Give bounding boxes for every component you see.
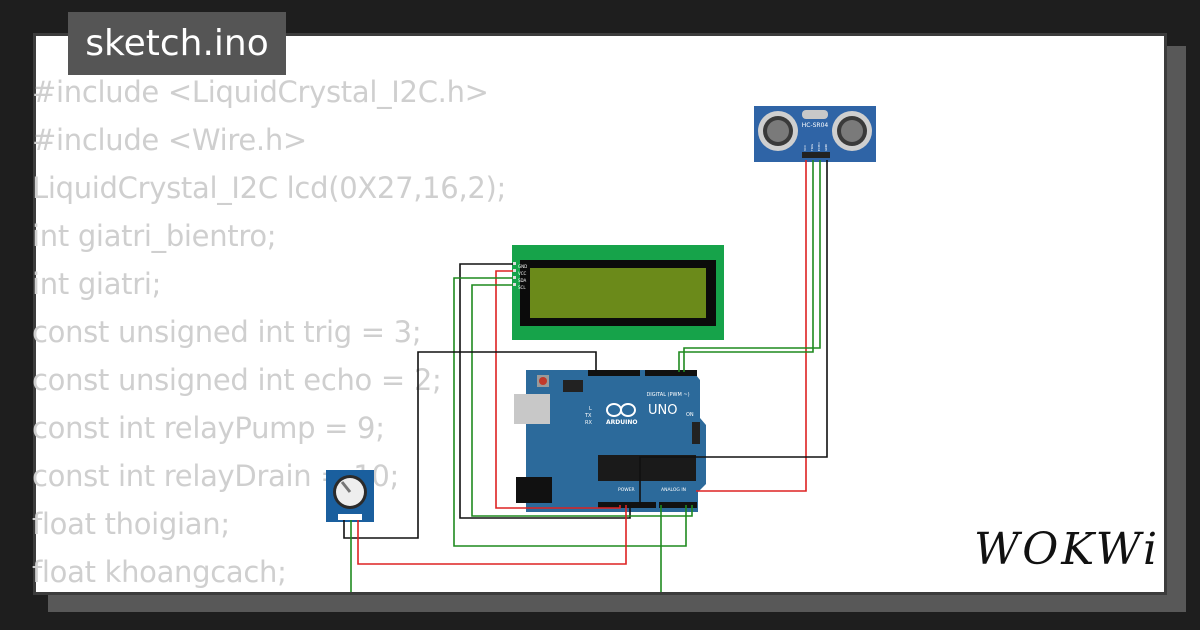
code-line: LiquidCrystal_I2C lcd(0X27,16,2); [32, 171, 506, 205]
potentiometer[interactable] [326, 470, 374, 522]
lcd-pin-header [513, 262, 516, 286]
lcd-module[interactable]: GND VCC SDA SCL [512, 245, 724, 340]
power-label: POWER [618, 487, 635, 493]
code-line: #include <Wire.h> [32, 123, 307, 157]
lcd-pin-vcc: VCC [518, 271, 527, 276]
sensor-label: HC-SR04 [802, 122, 829, 129]
on-label: ON [686, 412, 694, 418]
arduino-brand: ARDUINO [606, 419, 637, 426]
lcd-pin-gnd: GND [518, 264, 527, 269]
code-line: const int relayDrain = 10; [32, 459, 399, 493]
code-line: float thoigian; [32, 507, 230, 541]
sensor-pin-echo: ECHO [817, 142, 821, 151]
code-line: #include <LiquidCrystal_I2C.h> [32, 75, 489, 109]
code-line: const int relayPump = 9; [32, 411, 385, 445]
sensor-pin-gnd: GND [824, 143, 828, 151]
ultrasonic-sensor[interactable]: HC-SR04 VCC TRIG ECHO GND [754, 106, 876, 162]
code-listing: #include <LiquidCrystal_I2C.h> #include … [32, 68, 506, 596]
code-line: float khoangcach; [32, 555, 287, 589]
l-label: L [589, 406, 592, 412]
atmega-chip [598, 455, 696, 481]
digital-label: DIGITAL (PWM ~) [646, 392, 689, 398]
lcd-pin-sda: SDA [518, 278, 527, 283]
code-line: const unsigned int trig = 3; [32, 315, 422, 349]
power-jack [516, 477, 552, 503]
arduino-infinity-icon [606, 403, 636, 417]
usb-port [514, 394, 550, 424]
wokwi-logo: WOKWi [974, 524, 1161, 575]
code-line: int giatri_bientro; [32, 219, 277, 253]
tx-label: TX [584, 413, 592, 419]
arduino-uno[interactable]: DIGITAL (PWM ~) L TX RX ON UNO ARDUINO P… [514, 370, 706, 512]
uno-label: UNO [648, 403, 677, 418]
sensor-pin-vcc: VCC [803, 145, 807, 151]
code-line: const unsigned int echo = 2; [32, 363, 442, 397]
analog-label: ANALOG IN [661, 487, 686, 493]
rx-label: RX [585, 420, 592, 426]
sensor-pin-trig: TRIG [810, 143, 814, 152]
code-line: int giatri; [32, 267, 162, 301]
sketch-tab[interactable]: sketch.ino [68, 12, 286, 75]
reset-button-cap[interactable] [539, 377, 547, 385]
wires [343, 160, 828, 592]
lcd-pin-scl: SCL [518, 285, 526, 290]
